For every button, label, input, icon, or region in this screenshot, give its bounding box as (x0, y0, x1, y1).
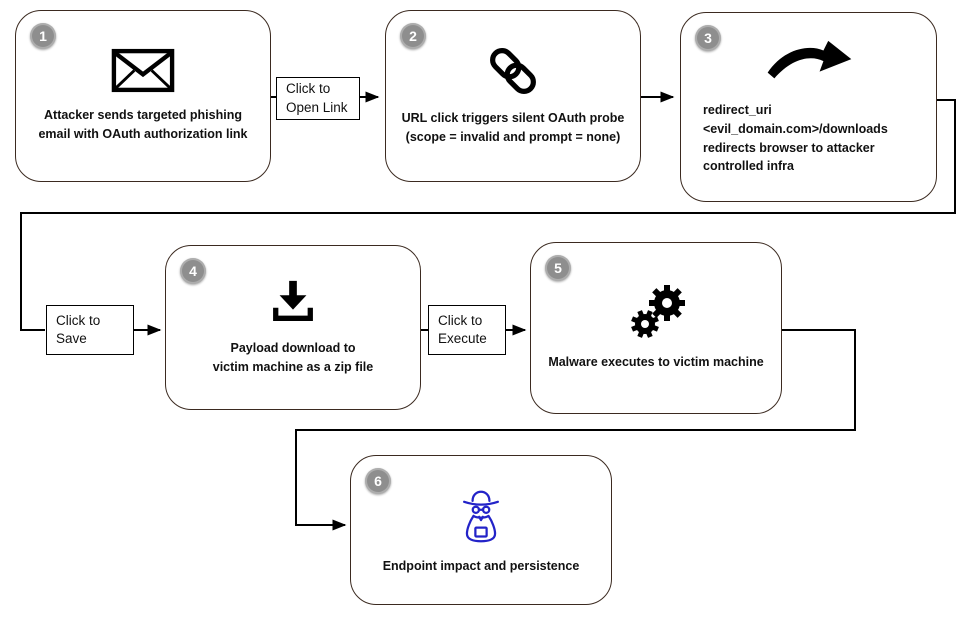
step-4-number-badge: 4 (180, 258, 206, 284)
step-1-number-badge: 1 (30, 23, 56, 49)
step-3-box: 3 redirect_uri <evil_domain.com>/downloa… (680, 12, 937, 202)
step-6-label: Endpoint impact and persistence (382, 559, 580, 574)
connector-5-to-6 (295, 329, 856, 531)
step-2-number-badge: 2 (400, 23, 426, 49)
step-5-label: Malware executes to victim machine (548, 355, 764, 370)
curved-arrow-icon (765, 38, 853, 88)
connector-label-save: Click to Save (46, 305, 134, 355)
connector-label-execute: Click to Execute (428, 305, 506, 355)
step-2-label: URL click triggers silent OAuth probe (s… (401, 110, 625, 144)
step-5-box: 5 (530, 242, 782, 414)
connector-label-open-link: Click to Open Link (276, 77, 360, 120)
step-1-box: 1 Attacker sends targeted phishing email… (15, 10, 271, 182)
connector-3-to-save (20, 99, 956, 331)
step-3-label: redirect_uri <evil_domain.com>/downloads… (703, 103, 888, 174)
chain-link-icon (488, 46, 538, 96)
spy-icon (454, 484, 508, 544)
step-5-number: 5 (554, 260, 562, 276)
step-3-number: 3 (704, 30, 712, 46)
step-5-number-badge: 5 (545, 255, 571, 281)
connector-label-execute-text: Click to Execute (438, 312, 487, 346)
step-6-box: 6 Endpoint impact and persistence (350, 455, 612, 605)
envelope-icon (111, 48, 175, 93)
step-2-box: 2 URL click triggers silent OAuth probe … (385, 10, 641, 182)
gears-icon (626, 284, 686, 340)
step-1-label: Attacker sends targeted phishing email w… (38, 108, 248, 141)
step-4-number: 4 (189, 263, 197, 279)
step-3-number-badge: 3 (695, 25, 721, 51)
step-4-label: Payload download to victim machine as a … (212, 341, 374, 374)
step-1-number: 1 (39, 28, 47, 44)
step-6-number-badge: 6 (365, 468, 391, 494)
step-4-box: 4 Payload download to victim machine as … (165, 245, 421, 410)
download-icon (269, 278, 317, 326)
connector-label-save-text: Click to Save (56, 312, 101, 346)
connector-label-open-link-text: Click to Open Link (286, 81, 348, 115)
step-2-number: 2 (409, 28, 417, 44)
step-6-number: 6 (374, 473, 382, 489)
